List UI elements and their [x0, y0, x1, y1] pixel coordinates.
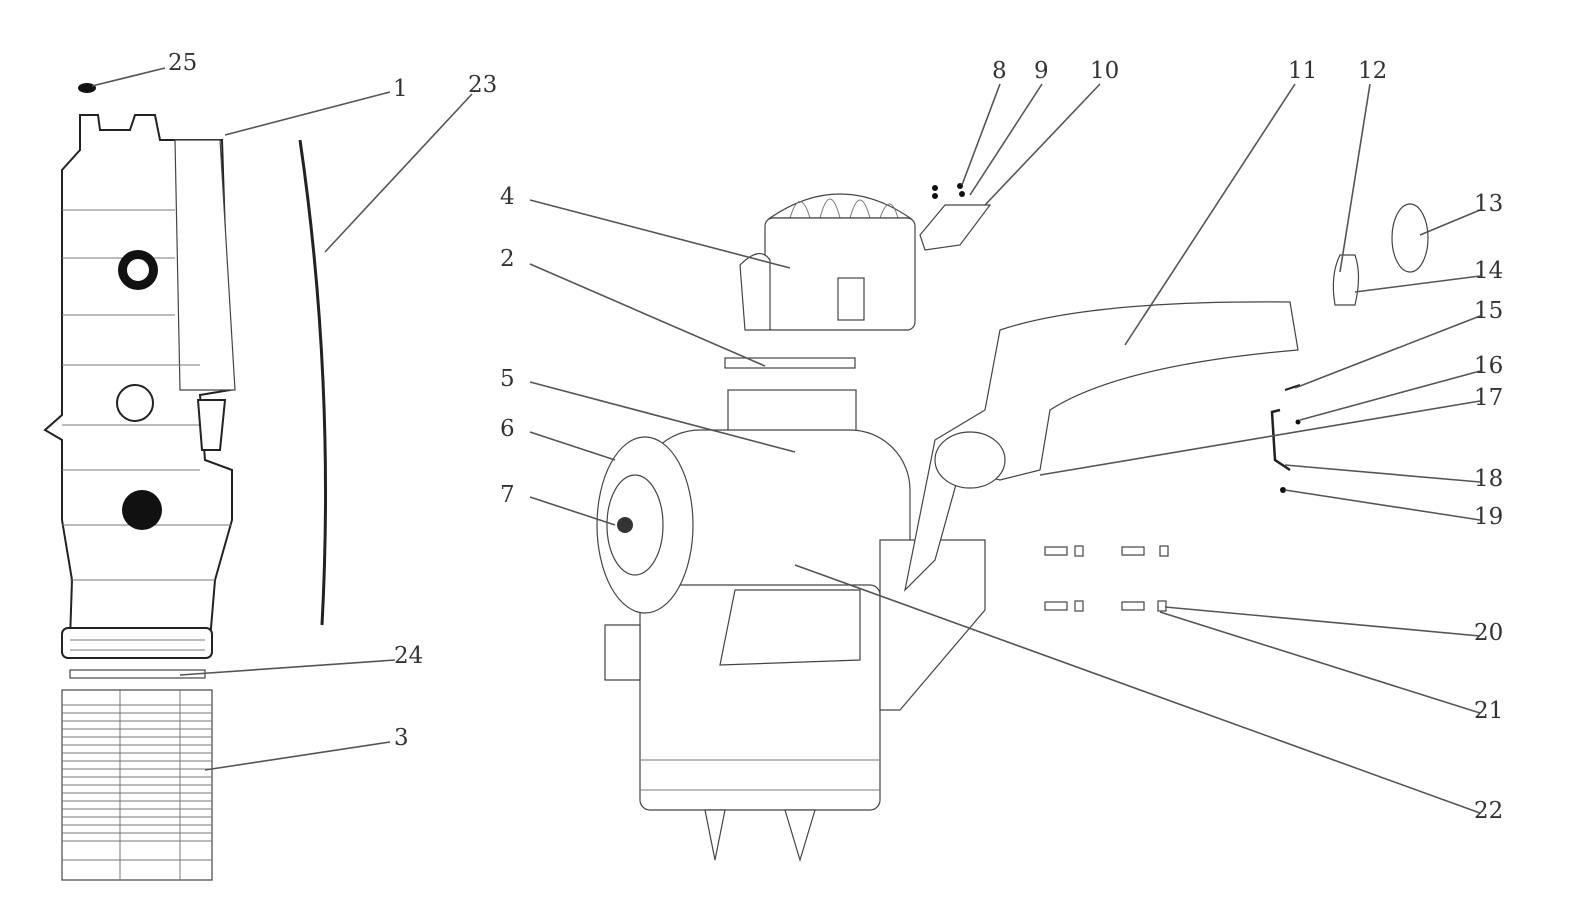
callout-9: 9	[1034, 58, 1049, 84]
part-25-cap	[78, 83, 96, 93]
callout-8: 8	[992, 58, 1007, 84]
callout-1: 1	[393, 76, 408, 102]
part-16-nut	[1295, 419, 1301, 425]
callout-21: 21	[1474, 698, 1503, 724]
callout-20: 20	[1474, 620, 1503, 646]
callout-22: 22	[1474, 798, 1503, 824]
part-1-intake-housing	[43, 114, 236, 659]
part-22-filter-body	[604, 429, 986, 863]
part-11-pipe-end	[934, 431, 1006, 489]
callout-11: 11	[1288, 58, 1317, 84]
part-10-bracket	[919, 204, 992, 251]
callout-23: 23	[468, 72, 497, 98]
part-7-valve	[606, 474, 664, 576]
leader-lines	[91, 67, 1481, 814]
callout-3: 3	[394, 725, 409, 751]
callout-5: 5	[500, 366, 515, 392]
callout-6: 6	[500, 416, 515, 442]
callout-2: 2	[500, 246, 515, 272]
part-4-precleaner	[739, 193, 916, 331]
callout-24: 24	[394, 643, 423, 669]
callout-10: 10	[1090, 58, 1119, 84]
part-17-18-strap	[1270, 408, 1291, 472]
part-13-clamp-ring	[1391, 203, 1429, 273]
callout-7: 7	[500, 482, 515, 508]
callout-labels: 1 2 3 4 5 6 7 8 9 10 11 12 13 14 15 16 1…	[168, 50, 1503, 824]
part-19-washer	[1280, 487, 1286, 493]
callout-4: 4	[500, 184, 515, 210]
part-23-gasket	[298, 139, 328, 626]
part-11-elbow-pipe	[904, 301, 1299, 592]
callout-16: 16	[1474, 353, 1503, 379]
callout-14: 14	[1474, 258, 1503, 284]
parts-8-9-fasteners	[932, 183, 965, 199]
part-14-clamp	[1332, 254, 1360, 306]
callout-12: 12	[1358, 58, 1387, 84]
callout-18: 18	[1474, 466, 1503, 492]
parts-20-21-bolts	[1044, 545, 1169, 612]
part-15-bolt	[1284, 384, 1301, 391]
callout-25: 25	[168, 50, 197, 76]
part-2-gasket	[724, 357, 856, 369]
callout-17: 17	[1474, 385, 1503, 411]
callout-13: 13	[1474, 191, 1503, 217]
callout-15: 15	[1474, 298, 1503, 324]
part-3-bellows-hose	[61, 689, 213, 881]
callout-19: 19	[1474, 504, 1503, 530]
